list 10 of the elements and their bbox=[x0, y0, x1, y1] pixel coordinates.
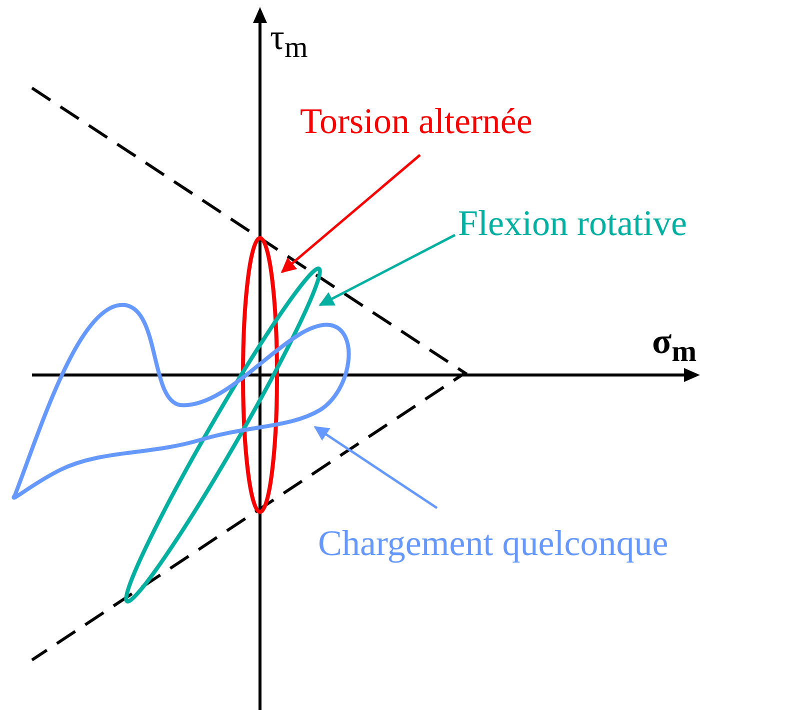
curve-label: Chargement quelconque bbox=[318, 524, 668, 564]
leader-arrow bbox=[280, 154, 421, 273]
axis-label: σ$_{m}$ bbox=[652, 322, 697, 368]
loop-curve bbox=[12, 303, 351, 500]
ellipse-curve bbox=[241, 236, 279, 514]
curve-label: Torsion alternée bbox=[300, 102, 532, 142]
axis-label: τ$_{m}$ bbox=[270, 18, 308, 64]
leader-arrow bbox=[318, 234, 456, 306]
curve-label: Flexion rotative bbox=[458, 204, 687, 244]
leader-arrow bbox=[314, 426, 438, 510]
